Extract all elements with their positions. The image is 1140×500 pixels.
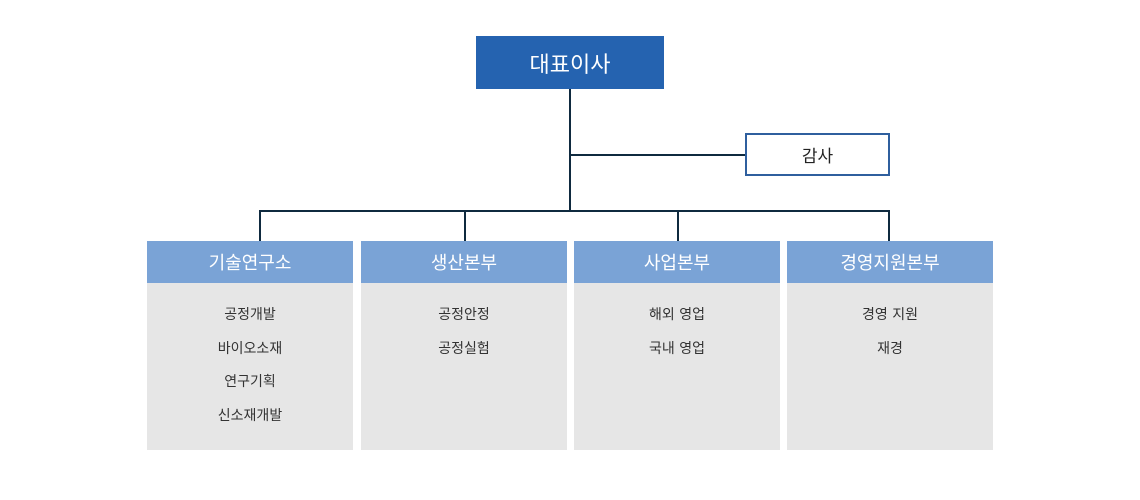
list-item: 재경 — [877, 340, 903, 357]
list-item: 공정실험 — [438, 340, 490, 357]
list-item: 신소재개발 — [217, 407, 283, 424]
dept-4-connector — [888, 210, 890, 241]
list-item: 국내 영업 — [649, 340, 705, 357]
dept-1-connector — [259, 210, 261, 241]
dept-management-list: 경영 지원 재경 — [787, 283, 993, 372]
audit-node: 감사 — [745, 133, 890, 176]
dept-rnd-list: 공정개발 바이오소재 연구기획 신소재개발 — [147, 283, 353, 439]
ceo-vertical-connector — [569, 89, 571, 211]
dept-3-connector — [677, 210, 679, 241]
list-item: 공정개발 — [224, 307, 276, 323]
list-item: 해외 영업 — [649, 307, 705, 323]
dept-business: 사업본부 해외 영업 국내 영업 — [574, 241, 780, 450]
dept-business-list: 해외 영업 국내 영업 — [574, 283, 780, 372]
ceo-node: 대표이사 — [476, 36, 664, 89]
dept-business-title: 사업본부 — [574, 241, 780, 283]
list-item: 연구기획 — [224, 374, 276, 390]
dept-2-connector — [464, 210, 466, 241]
dept-rnd-title: 기술연구소 — [147, 241, 353, 283]
audit-connector — [570, 154, 745, 156]
dept-management: 경영지원본부 경영 지원 재경 — [787, 241, 993, 450]
dept-production-title: 생산본부 — [361, 241, 567, 283]
list-item: 경영 지원 — [862, 307, 918, 323]
dept-production: 생산본부 공정안정 공정실험 — [361, 241, 567, 450]
list-item: 바이오소재 — [217, 340, 283, 357]
dept-rnd: 기술연구소 공정개발 바이오소재 연구기획 신소재개발 — [147, 241, 353, 450]
list-item: 공정안정 — [438, 307, 490, 323]
dept-production-list: 공정안정 공정실험 — [361, 283, 567, 372]
departments-horizontal-connector — [259, 210, 890, 212]
dept-management-title: 경영지원본부 — [787, 241, 993, 283]
